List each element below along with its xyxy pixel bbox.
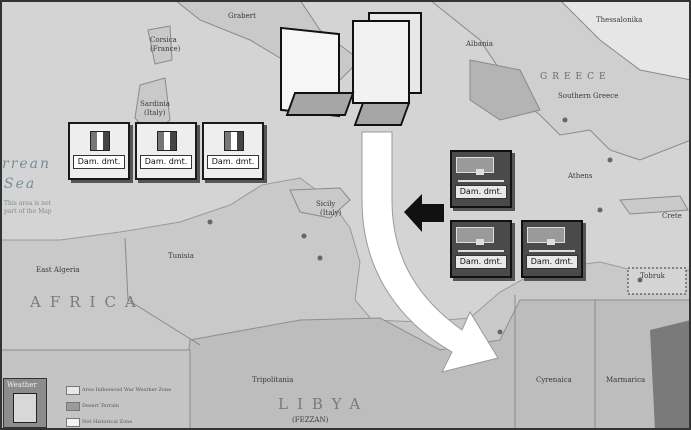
region-sicily-sub: (Italy) <box>320 209 342 217</box>
ship-icon <box>458 169 504 182</box>
region-sicily: Sicily <box>316 200 336 208</box>
sea-label: rrean <box>2 156 52 172</box>
naval-flag-icon <box>527 227 565 243</box>
region-athens: Athens <box>568 172 593 180</box>
counter-label: Dam. dmt. <box>526 255 578 269</box>
weather-marker-icon <box>13 393 37 423</box>
unit-counter-army-3[interactable]: Dam. dmt. <box>202 122 264 180</box>
attack-arrow <box>404 194 444 232</box>
italian-flag-icon <box>157 131 177 151</box>
naval-flag-icon <box>456 157 494 173</box>
region-thessalonika: Thessalonika <box>596 16 643 24</box>
legend-swatch-2 <box>66 402 80 411</box>
counter-label: Dam. dmt. <box>140 155 192 169</box>
region-sardinia-sub: (Italy) <box>144 109 166 117</box>
region-africa: AFRICA <box>30 293 145 311</box>
legend-swatch-1 <box>66 386 80 395</box>
region-east-algeria: East Algeria <box>36 266 80 274</box>
ship-icon <box>458 239 504 252</box>
region-cyrenaica: Cyrenaica <box>536 376 572 384</box>
region-fragment: Grabert <box>228 12 256 20</box>
unit-counter-army-1[interactable]: Dam. dmt. <box>68 122 130 180</box>
region-sardinia: Sardinia <box>140 100 170 108</box>
weather-title: Weather <box>7 381 37 389</box>
unit-counter-army-2[interactable]: Dam. dmt. <box>135 122 197 180</box>
legend-item-2: Desert Terrain <box>82 403 119 409</box>
unit-counter-naval-1[interactable]: Dam. dmt. <box>450 150 512 208</box>
sea-note: This area is not part of the Map <box>4 200 52 215</box>
region-tobruk: Tobruk <box>640 272 665 280</box>
region-tunisia: Tunisia <box>168 252 194 260</box>
move-arrow <box>361 131 499 373</box>
unit-counter-naval-2[interactable]: Dam. dmt. <box>450 220 512 278</box>
weather-box[interactable]: Weather <box>3 378 47 428</box>
counter-label: Dam. dmt. <box>73 155 125 169</box>
legend-item-3: Not Historical Zone <box>82 419 133 425</box>
italian-flag-icon <box>90 131 110 151</box>
region-crete: Crete <box>662 212 682 220</box>
counter-label: Dam. dmt. <box>455 185 507 199</box>
region-southern-greece: Southern Greece <box>558 92 619 100</box>
counter-label: Dam. dmt. <box>207 155 259 169</box>
region-libya: LIBYA <box>278 395 370 413</box>
region-corsica: Corsica <box>150 36 177 44</box>
naval-flag-icon <box>456 227 494 243</box>
region-fezzan: (FEZZAN) <box>292 416 329 424</box>
region-greece: GREECE <box>540 72 611 82</box>
unit-counter-naval-3[interactable]: Dam. dmt. <box>521 220 583 278</box>
italian-flag-icon <box>224 131 244 151</box>
legend-item-1: Area Influenced War Weather Zone <box>82 387 172 393</box>
ship-icon <box>529 239 575 252</box>
legend-swatch-3 <box>66 418 80 427</box>
region-albania: Albania <box>466 40 493 48</box>
region-tripolitania: Tripolitania <box>252 376 294 384</box>
counter-label: Dam. dmt. <box>455 255 507 269</box>
region-marmarica: Marmarica <box>606 376 646 384</box>
sea-label-2: Sea <box>4 176 37 192</box>
region-corsica-sub: (France) <box>150 45 181 53</box>
